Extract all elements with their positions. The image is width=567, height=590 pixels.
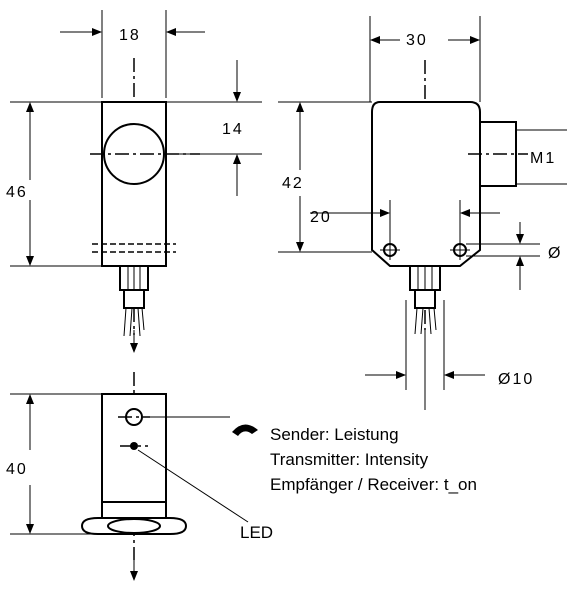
dim-cable-diameter: Ø10: [498, 371, 534, 388]
legend: Sender: Leistung Transmitter: Intensity …: [232, 424, 477, 542]
dim-bottom-height: 40: [6, 461, 28, 478]
dim-hole-diameter: Ø: [548, 245, 562, 262]
dim-front-height: 46: [6, 184, 28, 201]
legend-receiver: Empfänger / Receiver: t_on: [270, 475, 477, 494]
dim-hole-spacing: 20: [310, 209, 332, 226]
dim-lens-offset: 14: [222, 121, 244, 138]
bottom-view: 40: [6, 372, 249, 581]
dim-connector-thread: M1: [530, 150, 556, 167]
led-label: LED: [240, 523, 273, 542]
dim-side-width: 30: [406, 32, 428, 49]
dim-top-width: 18: [119, 27, 141, 44]
legend-transmitter: Transmitter: Intensity: [270, 450, 429, 469]
potentiometer-knob-icon: [232, 424, 258, 436]
legend-sender: Sender: Leistung: [270, 425, 399, 444]
front-view: 18 14 46: [6, 10, 262, 353]
side-housing: [371, 101, 481, 267]
dim-side-height: 42: [282, 175, 304, 192]
side-view: 30 M1 20 Ø 42: [278, 16, 567, 410]
